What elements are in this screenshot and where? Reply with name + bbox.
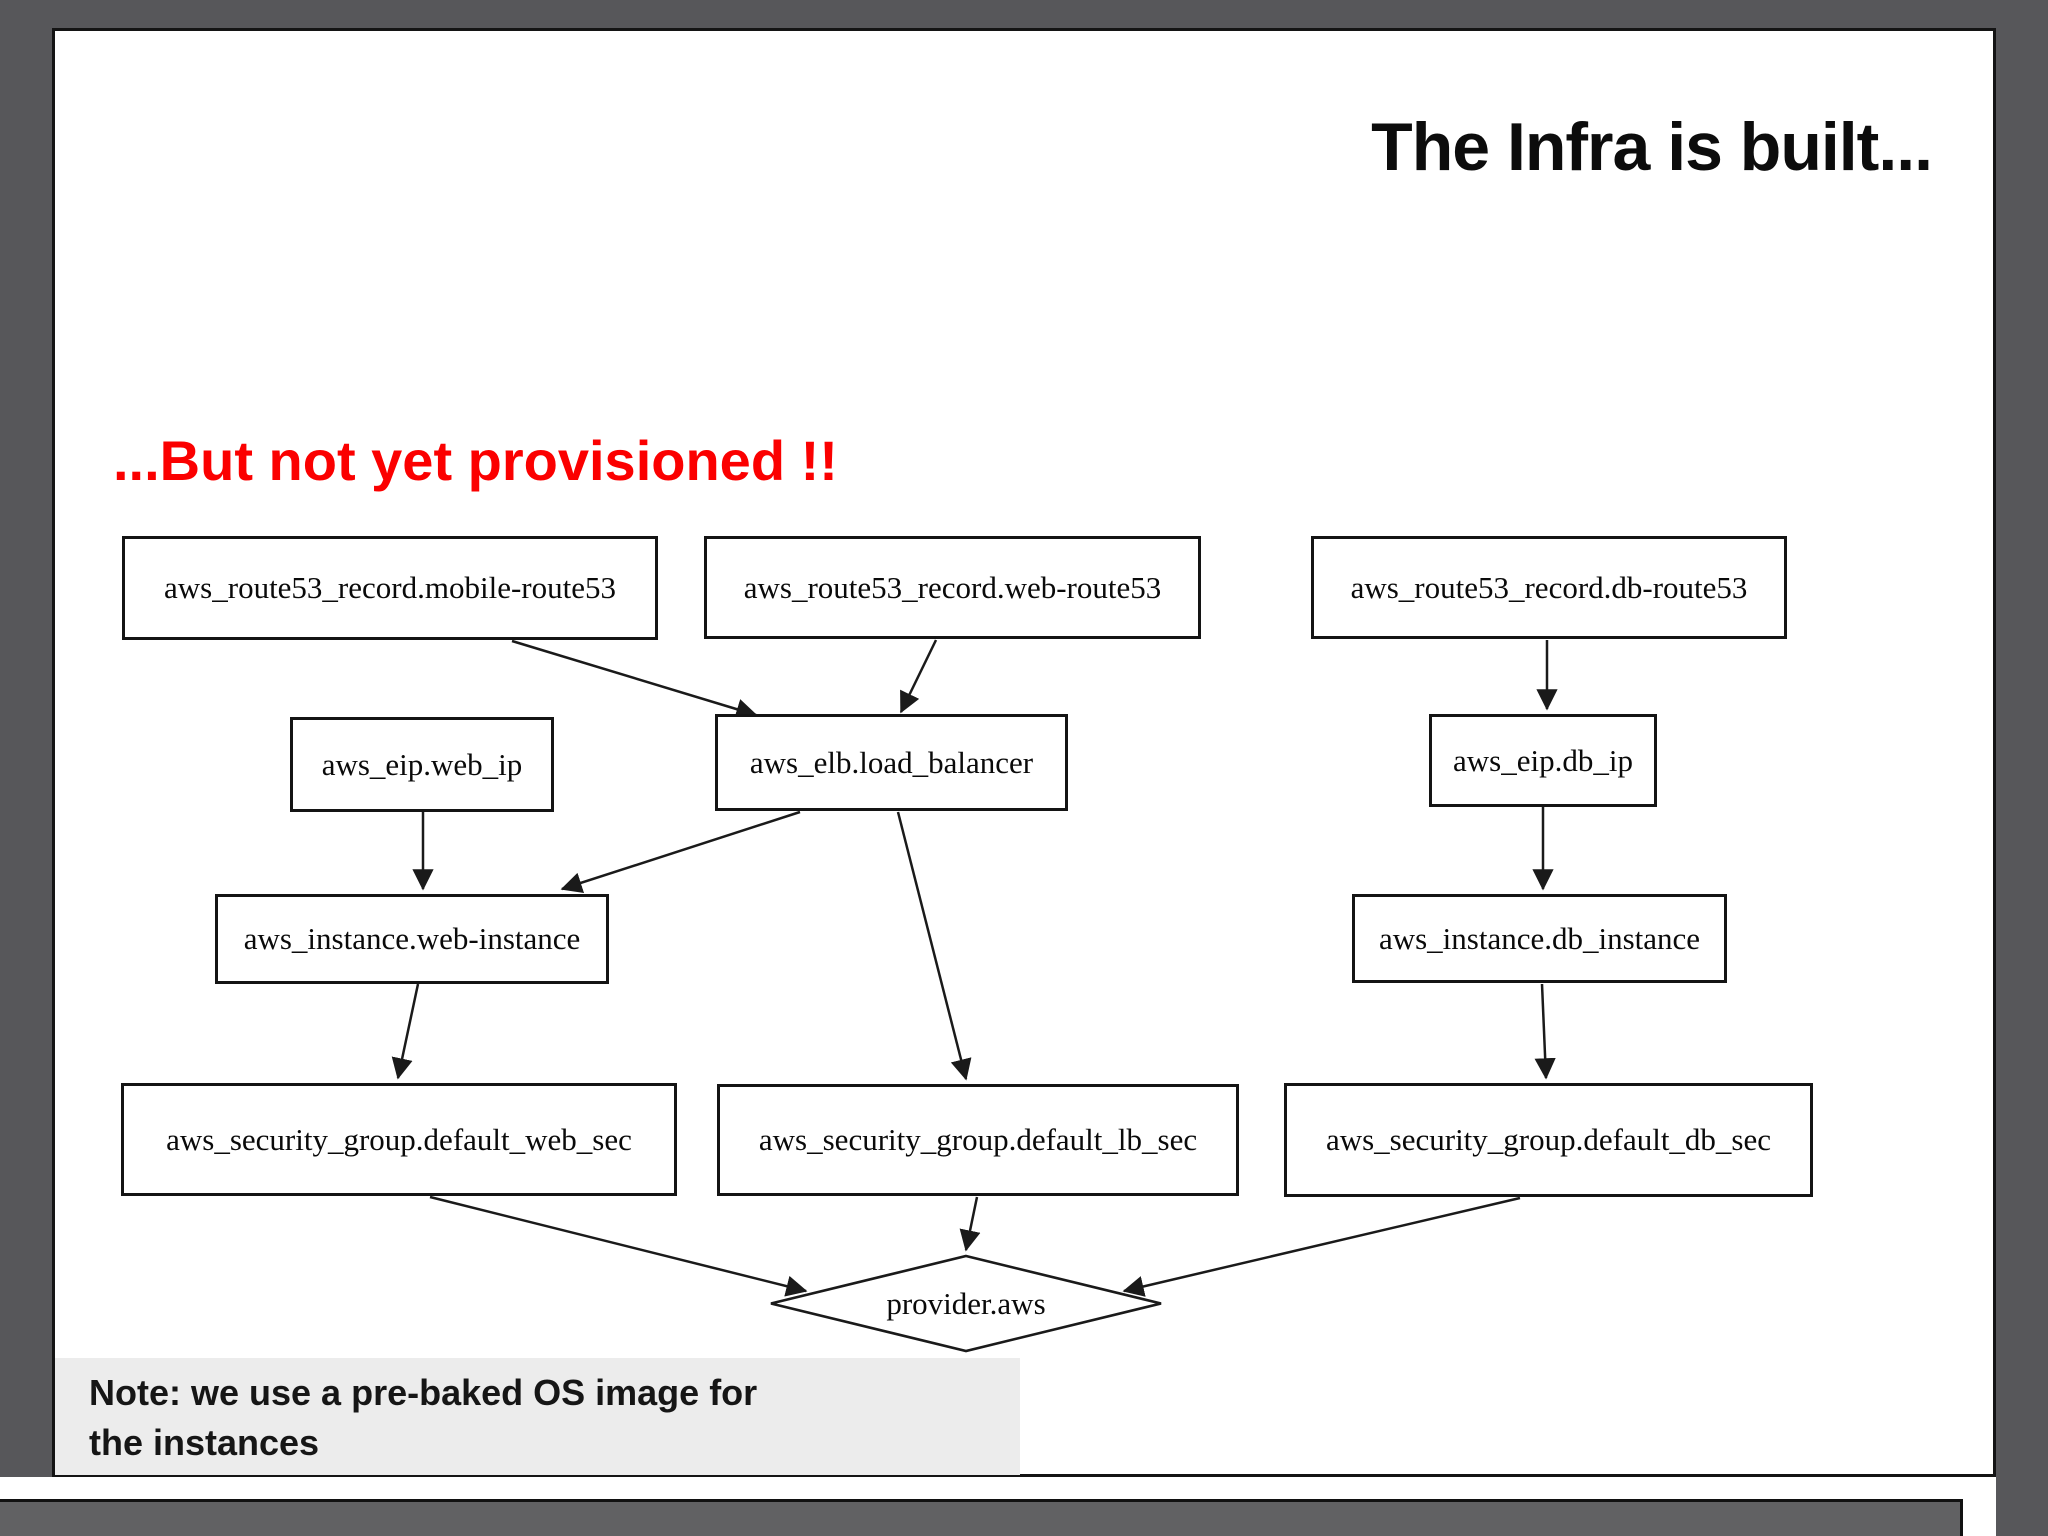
node-label: aws_route53_record.web-route53	[743, 569, 1162, 605]
node-label: provider.aws	[886, 1285, 1046, 1321]
node-label: aws_instance.db_instance	[1378, 920, 1701, 956]
note-line-1: Note: we use a pre-baked OS image for	[89, 1372, 758, 1413]
diagram-node-web-sec: aws_security_group.default_web_sec	[121, 1083, 677, 1196]
node-label: aws_elb.load_balancer	[749, 744, 1034, 780]
slide-subtitle: ...But not yet provisioned !!	[113, 429, 838, 492]
diagram-node-web-ip: aws_eip.web_ip	[290, 717, 554, 812]
note-line-2: the instances	[89, 1422, 320, 1464]
note-box: Note: we use a pre-baked OS image for th…	[55, 1358, 1020, 1475]
node-label: aws_route53_record.mobile-route53	[164, 570, 616, 605]
node-label: aws_security_group.default_db_sec	[1325, 1122, 1772, 1157]
diagram-node-db-sec: aws_security_group.default_db_sec	[1284, 1083, 1813, 1197]
diagram-node-load-balancer: aws_elb.load_balancer	[715, 714, 1068, 811]
node-label: aws_security_group.default_lb_sec	[758, 1122, 1198, 1157]
diagram-node-lb-sec: aws_security_group.default_lb_sec	[717, 1084, 1239, 1196]
node-label: aws_instance.web-instance	[243, 921, 581, 956]
diagram-node-db-route53: aws_route53_record.db-route53	[1311, 536, 1787, 639]
diagram-node-provider-aws: provider.aws	[771, 1256, 1161, 1351]
node-label: aws_eip.web_ip	[321, 746, 523, 782]
diagram-node-db-ip: aws_eip.db_ip	[1429, 714, 1657, 807]
diagram-node-mobile-route53: aws_route53_record.mobile-route53	[122, 536, 658, 640]
diagram-node-web-route53: aws_route53_record.web-route53	[704, 536, 1201, 639]
node-label: aws_security_group.default_web_sec	[166, 1121, 632, 1157]
node-label: aws_eip.db_ip	[1453, 742, 1633, 778]
slide-title: The Infra is built...	[1371, 109, 1933, 185]
diagram-node-db-instance: aws_instance.db_instance	[1352, 894, 1727, 983]
diagram-node-web-instance: aws_instance.web-instance	[215, 894, 609, 984]
node-label: aws_route53_record.db-route53	[1350, 569, 1748, 605]
bottom-bar	[0, 1499, 1963, 1536]
